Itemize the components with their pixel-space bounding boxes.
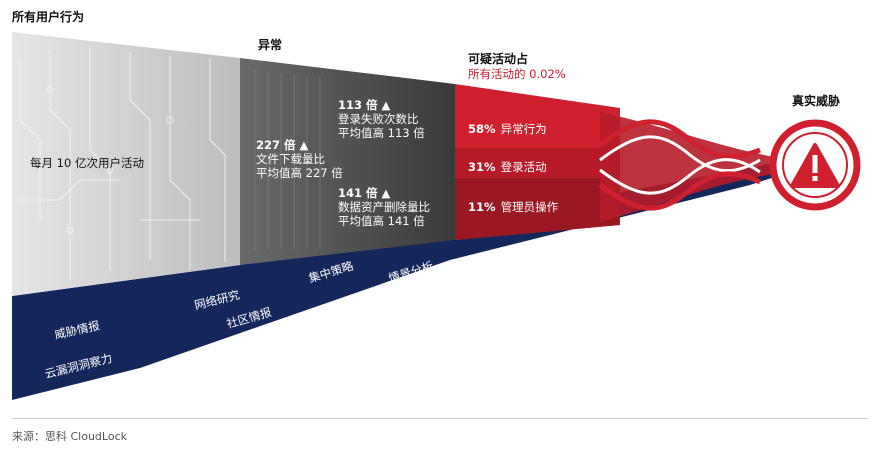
anomaly-item-title: 227 倍 ▲ [256,138,309,152]
anomaly-item-login: 113 倍 ▲ 登录失败次数比 平均值高 113 倍 [338,98,425,140]
source-note: 来源：思科 CloudLock [12,430,128,443]
stage3-row2 [455,148,620,178]
circuit-pattern-light [19,48,226,280]
suspicious-pct: 58% [468,122,496,136]
anomaly-item-line: 平均值高 227 倍 [256,166,343,180]
stage3-header: 可疑活动占 [468,52,529,66]
anomaly-item-title: 141 倍 ▲ [338,186,391,200]
stage1-header: 所有用户行为 [12,10,85,24]
stage1-label: 每月 10 亿次用户活动 [30,156,144,170]
suspicious-row: 31% 登录活动 [468,156,547,175]
divider [12,418,868,419]
anomaly-item-line: 文件下载量比 [256,152,325,166]
suspicious-text: 管理员操作 [500,200,559,214]
anomaly-item-line: 登录失败次数比 [338,112,419,126]
suspicious-text: 登录活动 [500,160,547,174]
anomaly-item-delete: 141 倍 ▲ 数据资产删除量比 平均值高 141 倍 [338,186,430,228]
anomaly-item-line: 数据资产删除量比 [338,200,430,214]
anomaly-item-line: 平均值高 141 倍 [338,214,425,228]
suspicious-row: 58% 异常行为 [468,118,547,137]
suspicious-row: 11% 管理员操作 [468,196,558,215]
stage2-header: 异常 [258,38,283,52]
anomaly-item-download: 227 倍 ▲ 文件下载量比 平均值高 227 倍 [256,138,343,180]
suspicious-pct: 31% [468,160,496,174]
dna-strands [598,119,762,211]
stage3-subheader: 所有活动的 0.02% [468,67,566,81]
anomaly-item-title: 113 倍 ▲ [338,98,391,112]
circuit-pattern-dark [254,70,321,250]
suspicious-pct: 11% [468,200,496,214]
stage1-panel [12,32,240,296]
anomaly-item-line: 平均值高 113 倍 [338,126,425,140]
stage3-row3 [455,178,620,240]
stage4-header: 真实威胁 [792,94,841,108]
suspicious-text: 异常行为 [500,122,547,136]
